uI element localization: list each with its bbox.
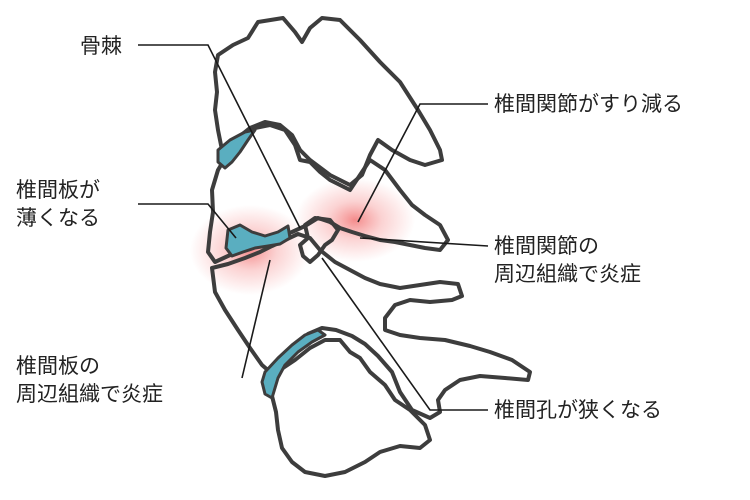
facet-inflammation-line-1: 椎間関節の: [494, 234, 599, 258]
foramen-narrowing-label: 椎間孔が狭くなる: [494, 398, 662, 422]
disc-thinning-line-2: 薄くなる: [16, 206, 100, 230]
bottom-vertebra: [268, 338, 432, 478]
facet-wear-leader: [357, 103, 488, 223]
bone-spur-label: 骨棘: [80, 34, 122, 58]
foramen-narrowing-leader: [321, 257, 488, 411]
disc-thinning-label: 椎間板が 薄くなる: [16, 176, 100, 232]
facet-inflammation-label: 椎間関節の 周辺組織で炎症: [494, 232, 641, 288]
upper-vertebra: [213, 16, 444, 187]
facet-joint-shape: [298, 216, 340, 264]
upper-osteophyte: [216, 128, 257, 170]
disc-inflammation-leader: [241, 259, 271, 379]
middle-vertebra: [206, 123, 450, 264]
disc-inflammation-line-1: 椎間板の: [16, 354, 100, 378]
lower-osteophyte: [260, 328, 327, 400]
disc-thinning-line-1: 椎間板が: [16, 178, 100, 202]
disc-thinning-leader: [138, 203, 237, 239]
facet-inflammation-line-2: 周辺組織で炎症: [494, 262, 641, 286]
facet-inflammation-leader: [359, 237, 489, 247]
disc-inflammation-label: 椎間板の 周辺組織で炎症: [16, 352, 163, 408]
disc-osteophyte: [224, 223, 292, 258]
disc-inflammation-line-2: 周辺組織で炎症: [16, 382, 163, 406]
bone-spur-leader: [138, 44, 301, 229]
facet-wear-label: 椎間関節がすり減る: [494, 92, 683, 116]
